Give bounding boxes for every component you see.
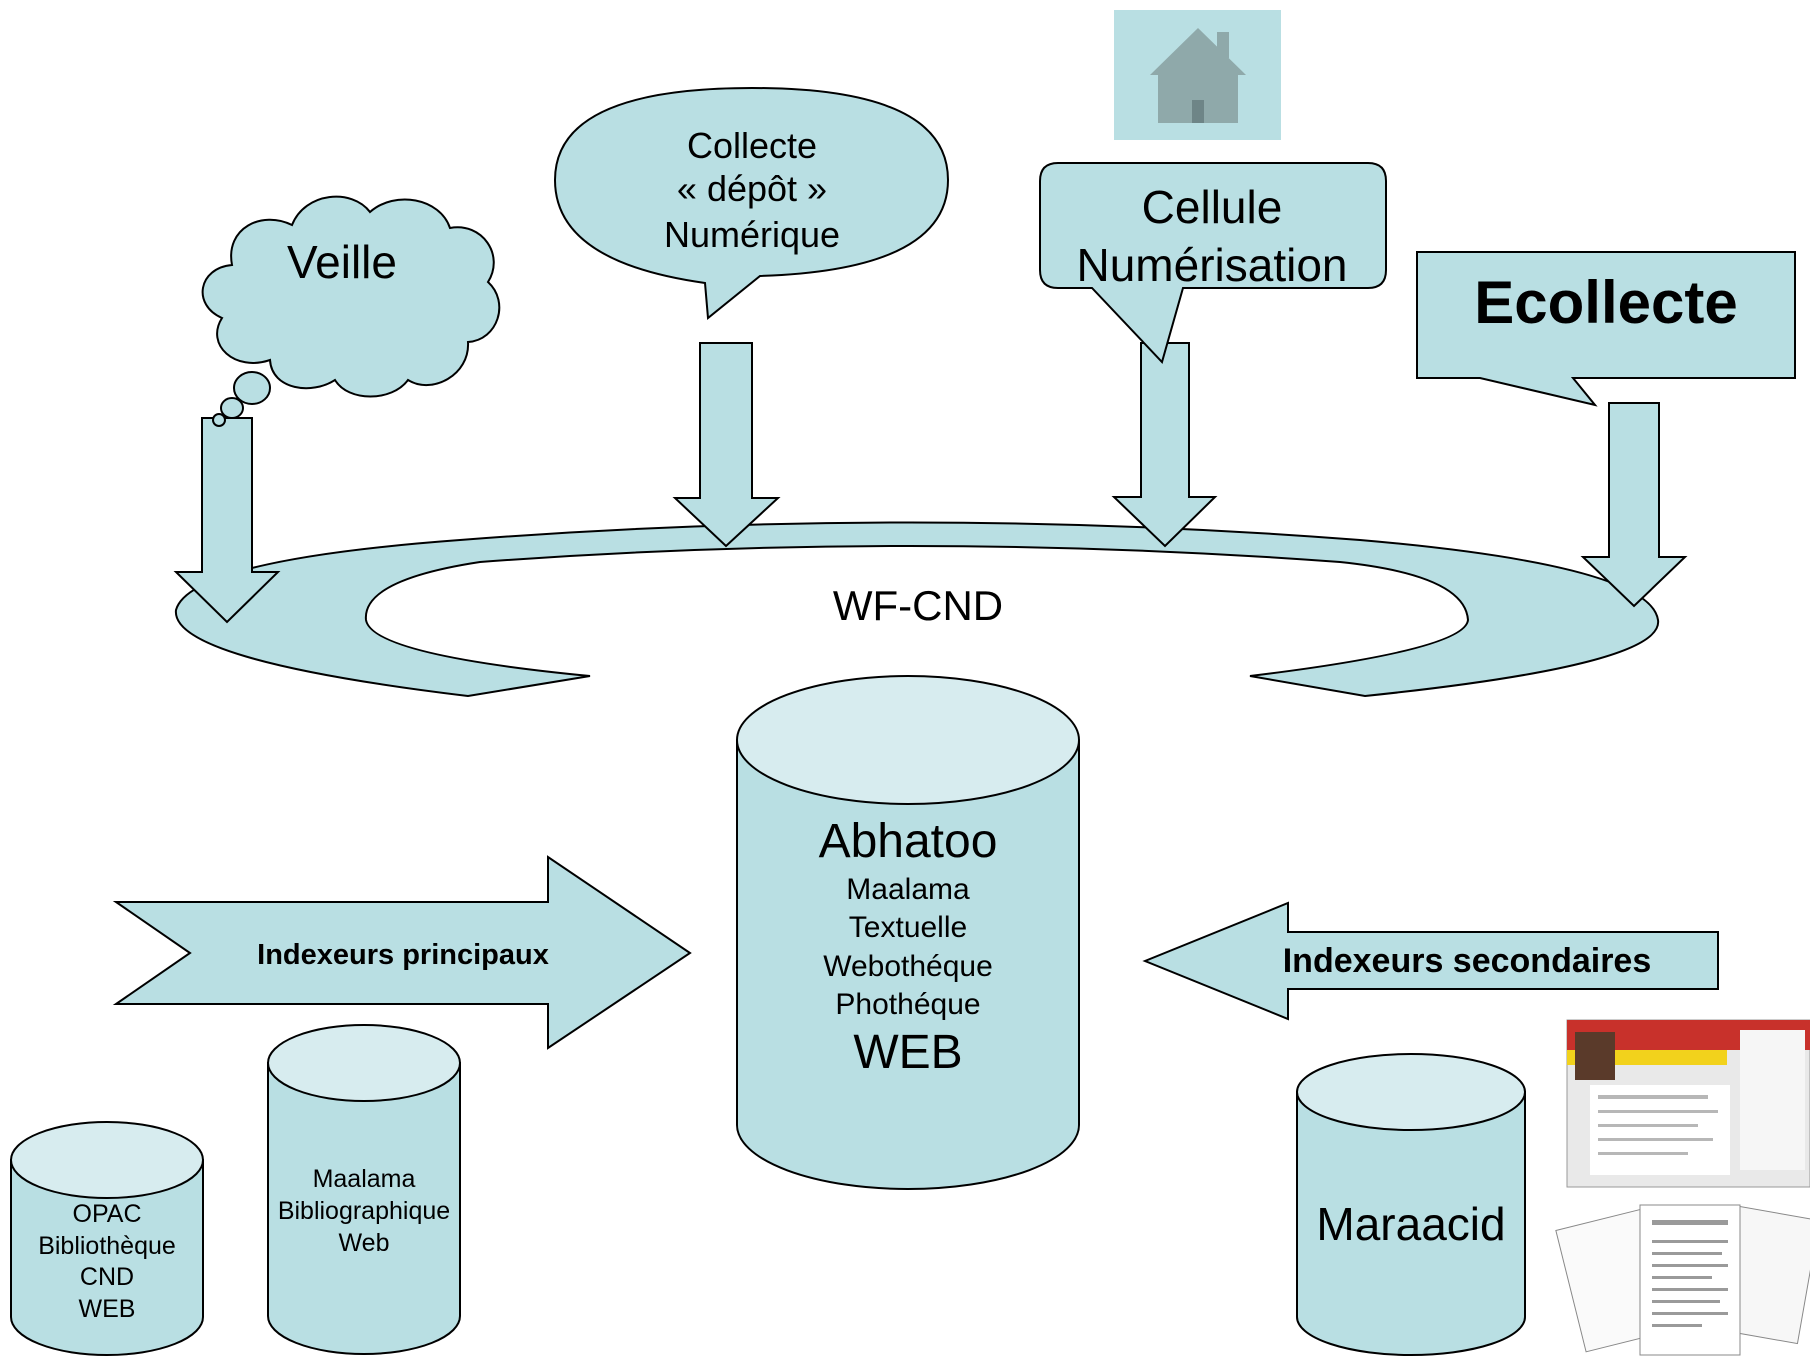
maalama-database (267, 1024, 461, 1355)
primary-indexers-label: Indexeurs principaux (257, 939, 549, 971)
opac-line-1: OPAC (73, 1200, 142, 1228)
central-db-title: Abhatoo (819, 815, 998, 868)
maalama-line-2: Bibliographique (278, 1197, 450, 1225)
opac-line-2: Bibliothèque (38, 1232, 176, 1260)
home-icon (1114, 10, 1281, 140)
central-db-item-1: Maalama (846, 873, 970, 906)
collecte-line-2: « dépôt » (677, 168, 827, 209)
secondary-indexers-label: Indexeurs secondaires (1283, 942, 1652, 980)
workflow-ring (174, 521, 1660, 698)
opac-line-4: WEB (79, 1295, 136, 1323)
central-db-footer: WEB (853, 1026, 962, 1079)
primary-indexers-arrow (112, 855, 692, 1050)
collecte-line-3: Numérique (664, 214, 840, 255)
collecte-bubble (553, 86, 950, 320)
collecte-line-1: Collecte (687, 125, 817, 166)
ecollecte-callout (1416, 251, 1796, 407)
arrow-ecollecte (1580, 402, 1688, 608)
veille-label: Veille (287, 236, 397, 288)
central-db-item-3: Webothéque (823, 950, 993, 983)
secondary-indexers-arrow (1142, 901, 1719, 1021)
maraacid-label: Maraacid (1316, 1198, 1505, 1250)
arrow-cellule (1111, 342, 1218, 548)
arrow-veille (173, 417, 281, 624)
workflow-label: WF-CND (833, 582, 1003, 629)
cellule-callout (1039, 162, 1387, 364)
central-db-item-2: Textuelle (849, 911, 967, 944)
maraacid-database (1296, 1053, 1526, 1356)
maalama-line-1: Maalama (313, 1165, 416, 1193)
veille-cloud (201, 195, 501, 427)
opac-database (10, 1121, 204, 1356)
cellule-line-1: Cellule (1142, 181, 1283, 233)
document-screenshots-image (1555, 1019, 1810, 1356)
maalama-line-3: Web (339, 1229, 390, 1257)
cellule-line-2: Numérisation (1077, 239, 1348, 291)
ecollecte-label: Ecollecte (1474, 269, 1737, 336)
opac-line-3: CND (80, 1263, 134, 1291)
central-db-item-4: Phothéque (835, 988, 980, 1021)
central-database (736, 675, 1080, 1190)
arrow-collecte (672, 342, 781, 548)
